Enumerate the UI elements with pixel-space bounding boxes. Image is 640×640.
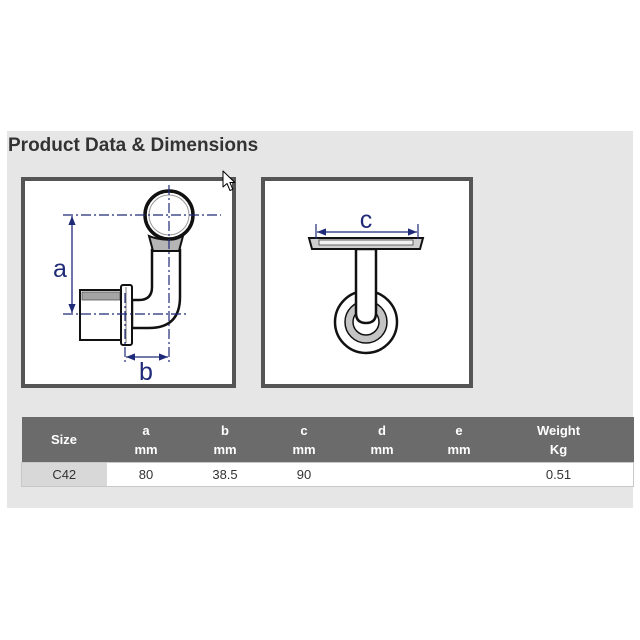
cell-e [420,462,498,487]
bracket-saddle-strip [318,239,414,246]
dimension-c-label: c [360,206,373,234]
dimension-a-label: a [53,255,67,283]
table-header-size: Size [21,417,107,463]
dimension-b-label: b [139,358,153,384]
page-title: Product Data & Dimensions [8,135,259,156]
table-header-spacer [619,417,634,463]
front-view-diagram: c [261,177,473,388]
cell-d [343,462,421,487]
table-row: C42 80 38.5 90 0.51 [21,462,634,487]
front-view-drawing: c [307,206,425,355]
bracket-stem [354,247,378,325]
cell-a: 80 [106,462,186,487]
elbow-tube [130,248,182,330]
mouse-cursor-icon [222,170,236,191]
cell-c: 90 [264,462,344,487]
cell-size: C42 [21,462,107,487]
cell-spacer [619,462,634,487]
side-view-drawing: a b [53,185,221,384]
cell-weight: 0.51 [497,462,620,487]
cell-b: 38.5 [185,462,265,487]
wall-socket-band [81,291,121,301]
side-view-diagram: a b [21,177,236,388]
